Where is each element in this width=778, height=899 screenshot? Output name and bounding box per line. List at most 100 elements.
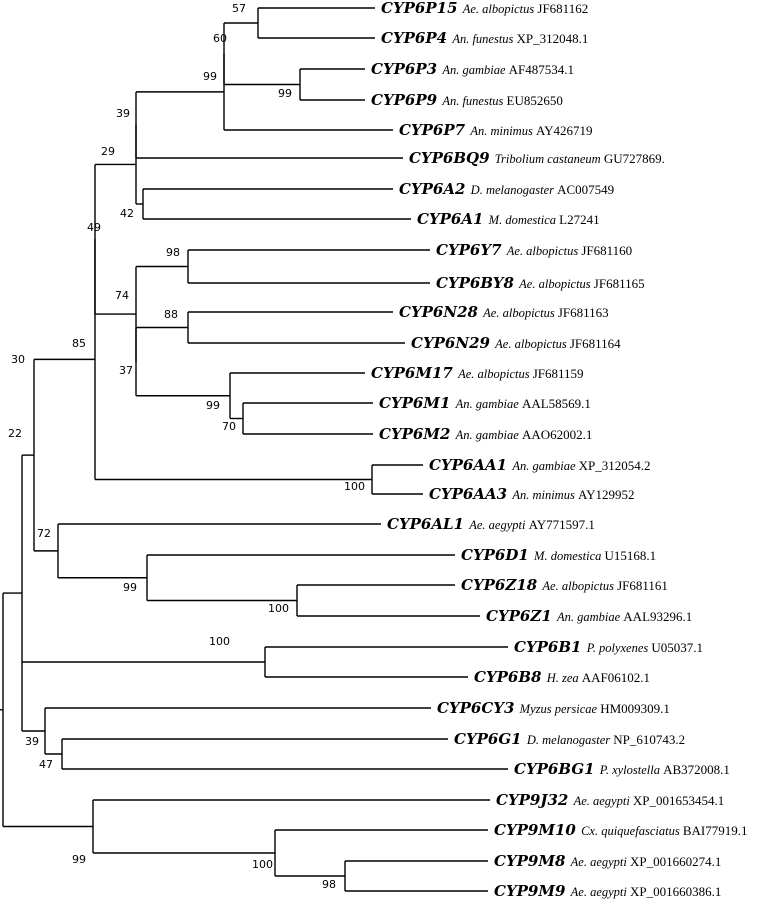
accession-number: XP_001660274.1 (630, 854, 721, 869)
accession-number: AC007549 (557, 182, 614, 197)
bootstrap-value: 37 (119, 364, 133, 377)
bootstrap-value: 99 (203, 70, 217, 83)
species-name: Ae. aegypti (570, 885, 630, 899)
species-name: Ae. albopictus (482, 306, 558, 320)
leaf-label: CYP6AA1 An. gambiae XP_312054.2 (429, 456, 651, 474)
accession-number: NP_610743.2 (613, 732, 685, 747)
species-name: M. domestica (533, 549, 604, 563)
bootstrap-value: 39 (116, 107, 130, 120)
species-name: Ae. aegypti (570, 855, 630, 869)
accession-number: JF681159 (533, 366, 584, 381)
bootstrap-value: 42 (120, 207, 134, 220)
accession-number: JF681162 (537, 1, 588, 16)
accession-number: HM009309.1 (600, 701, 670, 716)
accession-number: JF681165 (594, 276, 645, 291)
bootstrap-value: 29 (101, 145, 115, 158)
gene-name: CYP6BY8 (436, 274, 519, 292)
accession-number: GU727869. (604, 151, 665, 166)
gene-name: CYP9M10 (494, 821, 581, 839)
accession-number: AB372008.1 (663, 762, 730, 777)
species-name: D. melanogaster (526, 733, 613, 747)
bootstrap-value: 100 (209, 635, 230, 648)
accession-number: JF681163 (558, 305, 609, 320)
bootstrap-value: 39 (25, 735, 39, 748)
bootstrap-value: 98 (166, 246, 180, 259)
species-name: P. xylostella (599, 763, 663, 777)
accession-number: XP_312054.2 (579, 458, 651, 473)
leaf-label: CYP6BY8 Ae. albopictus JF681165 (436, 274, 645, 292)
gene-name: CYP6M1 (379, 394, 456, 412)
leaf-label: CYP9M9 Ae. aegypti XP_001660386.1 (494, 882, 721, 899)
leaf-label: CYP6M2 An. gambiae AAO62002.1 (379, 425, 592, 443)
leaf-label: CYP6B8 H. zea AAF06102.1 (474, 668, 650, 686)
species-name: An. minimus (511, 488, 578, 502)
leaf-label: CYP6Z18 Ae. albopictus JF681161 (461, 576, 668, 594)
species-name: An. gambiae (441, 63, 508, 77)
leaf-label: CYP6Z1 An. gambiae AAL93296.1 (486, 607, 692, 625)
bootstrap-value: 100 (268, 602, 289, 615)
gene-name: CYP6Y7 (436, 241, 507, 259)
leaf-label: CYP6P15 Ae. albopictus JF681162 (381, 0, 588, 17)
tree-branches (0, 7, 508, 892)
accession-number: L27241 (559, 212, 599, 227)
leaf-label: CYP6P4 An. funestus XP_312048.1 (381, 29, 588, 47)
leaf-label: CYP9M10 Cx. quiquefasciatus BAI77919.1 (494, 821, 747, 839)
accession-number: AAL93296.1 (623, 609, 692, 624)
leaf-label: CYP6M1 An. gambiae AAL58569.1 (379, 394, 591, 412)
species-name: P. polyxenes (586, 641, 652, 655)
leaf-label: CYP6B1 P. polyxenes U05037.1 (514, 638, 703, 656)
accession-number: AY771597.1 (529, 517, 595, 532)
gene-name: CYP6B1 (514, 638, 587, 656)
accession-number: XP_312048.1 (517, 31, 589, 46)
bootstrap-value: 60 (213, 32, 227, 45)
accession-number: XP_001653454.1 (633, 793, 724, 808)
leaf-label: CYP6AA3 An. minimus AY129952 (429, 485, 635, 503)
gene-name: CYP6AA3 (429, 485, 512, 503)
leaf-label: CYP6N29 Ae. albopictus JF681164 (411, 334, 621, 352)
gene-name: CYP9J32 (496, 791, 574, 809)
gene-name: CYP6G1 (454, 730, 527, 748)
species-name: An. gambiae (511, 459, 578, 473)
leaf-label: CYP6AL1 Ae. aegypti AY771597.1 (387, 515, 595, 533)
gene-name: CYP9M9 (494, 882, 571, 899)
gene-name: CYP9M8 (494, 852, 571, 870)
bootstrap-value: 99 (278, 87, 292, 100)
accession-number: AAL58569.1 (522, 396, 591, 411)
bootstrap-values: 5760999939294249987488379970851003072991… (8, 2, 365, 891)
species-name: An. minimus (469, 124, 536, 138)
leaf-label: CYP6A1 M. domestica L27241 (417, 210, 600, 228)
species-name: Ae. albopictus (518, 277, 594, 291)
accession-number: AAO62002.1 (522, 427, 592, 442)
species-name: Ae. albopictus (541, 579, 617, 593)
species-name: An. funestus (441, 94, 506, 108)
leaf-label: CYP6D1 M. domestica U15168.1 (461, 546, 656, 564)
gene-name: CYP6AA1 (429, 456, 512, 474)
gene-name: CYP6P15 (381, 0, 463, 17)
species-name: Ae. aegypti (573, 794, 633, 808)
bootstrap-value: 99 (72, 853, 86, 866)
accession-number: JF681160 (581, 243, 632, 258)
leaf-label: CYP6P7 An. minimus AY426719 (399, 121, 593, 139)
species-name: An. funestus (451, 32, 516, 46)
accession-number: EU852650 (507, 93, 563, 108)
species-name: Cx. quiquefasciatus (581, 824, 683, 838)
gene-name: CYP6CY3 (437, 699, 520, 717)
species-name: Tribolium castaneum (495, 152, 604, 166)
bootstrap-value: 99 (123, 581, 137, 594)
bootstrap-value: 70 (222, 420, 236, 433)
bootstrap-value: 47 (39, 758, 53, 771)
bootstrap-value: 72 (37, 527, 51, 540)
bootstrap-value: 30 (11, 353, 25, 366)
bootstrap-value: 100 (252, 858, 273, 871)
bootstrap-value: 85 (72, 337, 86, 350)
accession-number: AAF06102.1 (582, 670, 650, 685)
leaf-label: CYP6G1 D. melanogaster NP_610743.2 (454, 730, 685, 748)
gene-name: CYP6N29 (411, 334, 495, 352)
gene-name: CYP6M17 (371, 364, 458, 382)
accession-number: U05037.1 (651, 640, 703, 655)
accession-number: U15168.1 (605, 548, 657, 563)
leaf-label: CYP6Y7 Ae. albopictus JF681160 (436, 241, 632, 259)
species-name: D. melanogaster (470, 183, 557, 197)
gene-name: CYP6A2 (399, 180, 471, 198)
